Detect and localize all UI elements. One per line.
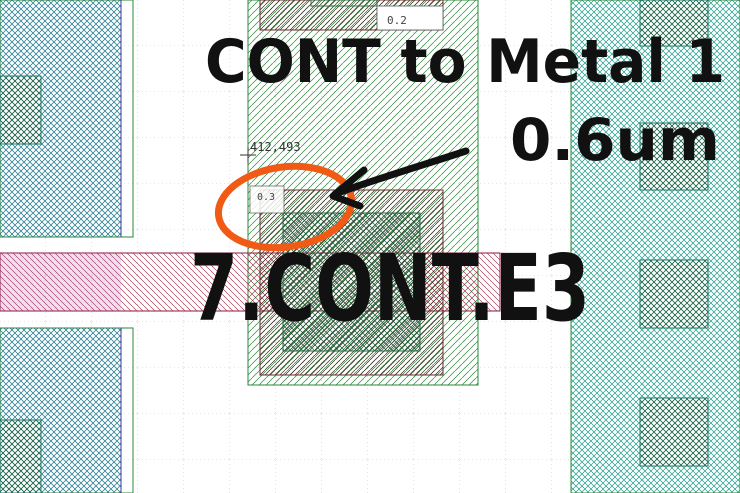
poly-overlap-left [0, 253, 121, 311]
contact-dimension-box [249, 185, 285, 214]
right-contact-4[interactable] [639, 397, 709, 467]
contact-dimension-label: 0.3 [257, 192, 275, 203]
highlight-circle [214, 162, 356, 252]
top-inner-box [310, 0, 378, 7]
annotation-rule-name: 7.CONT.E3 [190, 235, 590, 342]
left-active-top[interactable] [0, 0, 134, 238]
right-contact-3[interactable] [639, 259, 709, 329]
coordinate-readout: 412,493 [250, 140, 301, 154]
left-contact-bottom[interactable] [0, 419, 42, 493]
pointer-arrow-icon [329, 147, 470, 210]
right-contact-2[interactable] [639, 122, 709, 191]
contact-inner-box[interactable] [282, 212, 421, 352]
top-dimension-label: 0.2 [387, 14, 407, 27]
annotation-heading: CONT to Metal 1 [205, 27, 725, 97]
right-contact-1[interactable] [639, 0, 709, 47]
annotation-distance: 0.6um [510, 106, 720, 174]
left-contact-top[interactable] [0, 75, 42, 145]
cursor-crosshair-icon [240, 147, 256, 163]
top-dimension-box [376, 5, 444, 31]
